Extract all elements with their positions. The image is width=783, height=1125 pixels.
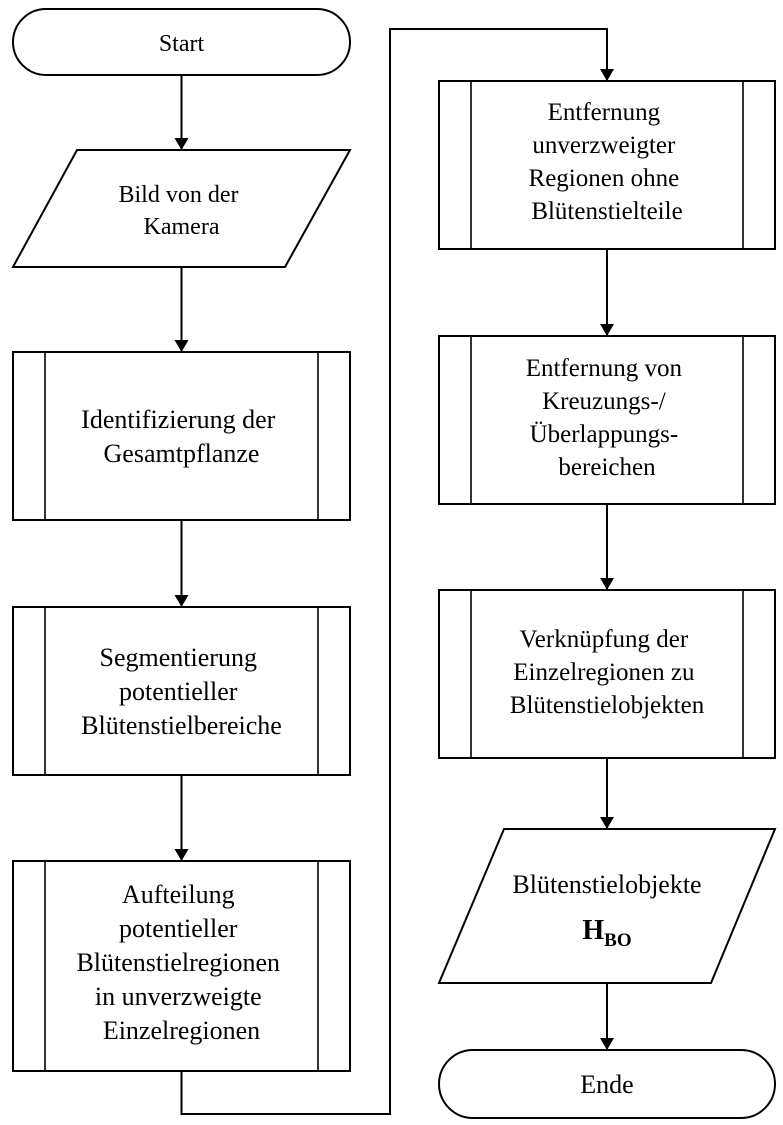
process-remove-unbranched: Entfernung unverzweigter Regionen ohne B…	[438, 80, 776, 250]
step1-line-2: Gesamtpflanze	[104, 439, 260, 468]
step3-line-2: potentieller	[119, 914, 238, 943]
arrow-step3-to-step4	[180, 28, 614, 1115]
connectors	[174, 28, 614, 1115]
step4-line-2: unverzweigter	[532, 132, 676, 159]
step2-line-1: Segmentierung	[100, 643, 257, 672]
step3-line-5: Einzelregionen	[103, 1016, 260, 1045]
step2-line-3: Blütenstielbereiche	[81, 711, 282, 740]
step4-line-1: Entfernung	[548, 99, 661, 126]
step5-line-2: Kreuzungs-/	[542, 388, 666, 415]
step5-line-1: Entfernung von	[526, 355, 683, 382]
svg-text:Verknüpfung der Einzelre: Verknüpfung der Einzelregionen zu Blüten…	[510, 626, 705, 719]
step5-line-4: bereichen	[558, 454, 656, 481]
process-segmentation: Segmentierung potentieller Blütenstielbe…	[12, 606, 351, 776]
step4-line-4: Blütenstielteile	[531, 198, 682, 225]
step2-line-2: potentieller	[119, 677, 238, 706]
process-split-regions: Aufteilung potentieller Blütenstielregio…	[12, 860, 351, 1072]
end-label: Ende	[580, 1070, 633, 1099]
svg-text:Identifizierung der Gesa: Identifizierung der Gesamtpflanze	[81, 405, 282, 468]
camera-image-input: Bild von der Kamera	[11, 149, 352, 268]
process-identify-plant: Identifizierung der Gesamtpflanze	[12, 351, 351, 521]
step6-line-1: Verknüpfung der	[520, 626, 689, 653]
output-stem-objects: Blütenstielobjekte HBO	[437, 828, 777, 984]
svg-text:Segmentierung potentiell: Segmentierung potentieller Blütenstielbe…	[81, 643, 282, 740]
end-terminal: Ende	[438, 1049, 776, 1119]
svg-text:Entfernung unverzweigter: Entfernung unverzweigter Regionen ohne B…	[529, 99, 686, 225]
step6-line-3: Blütenstielobjekten	[510, 692, 705, 719]
process-link-regions: Verknüpfung der Einzelregionen zu Blüten…	[438, 589, 776, 759]
svg-text:Bild von der Kamera: Bild von der Kamera	[119, 182, 245, 240]
step6-line-2: Einzelregionen zu	[513, 659, 695, 686]
start-terminal: Start	[12, 8, 351, 76]
process-remove-crossings: Entfernung von Kreuzungs-/ Überlappungs-…	[438, 335, 776, 505]
output-symbol: HBO	[582, 915, 631, 951]
step3-line-4: in unverzweigte	[95, 982, 262, 1011]
input-line-2: Kamera	[144, 214, 220, 240]
step3-line-1: Aufteilung	[122, 880, 235, 909]
step1-line-1: Identifizierung der	[81, 405, 276, 434]
start-label: Start	[159, 31, 205, 57]
step5-line-3: Überlappungs-	[530, 421, 679, 448]
output-label: Blütenstielobjekte	[512, 870, 701, 899]
svg-text:Aufteilung potentieller: Aufteilung potentieller Blütenstielregio…	[76, 880, 286, 1045]
svg-text:Entfernung von Kreuzungs: Entfernung von Kreuzungs-/ Überlappungs-…	[526, 355, 688, 481]
step4-line-3: Regionen ohne	[529, 165, 680, 192]
input-line-1: Bild von der	[119, 182, 239, 208]
step3-line-3: Blütenstielregionen	[76, 948, 280, 977]
